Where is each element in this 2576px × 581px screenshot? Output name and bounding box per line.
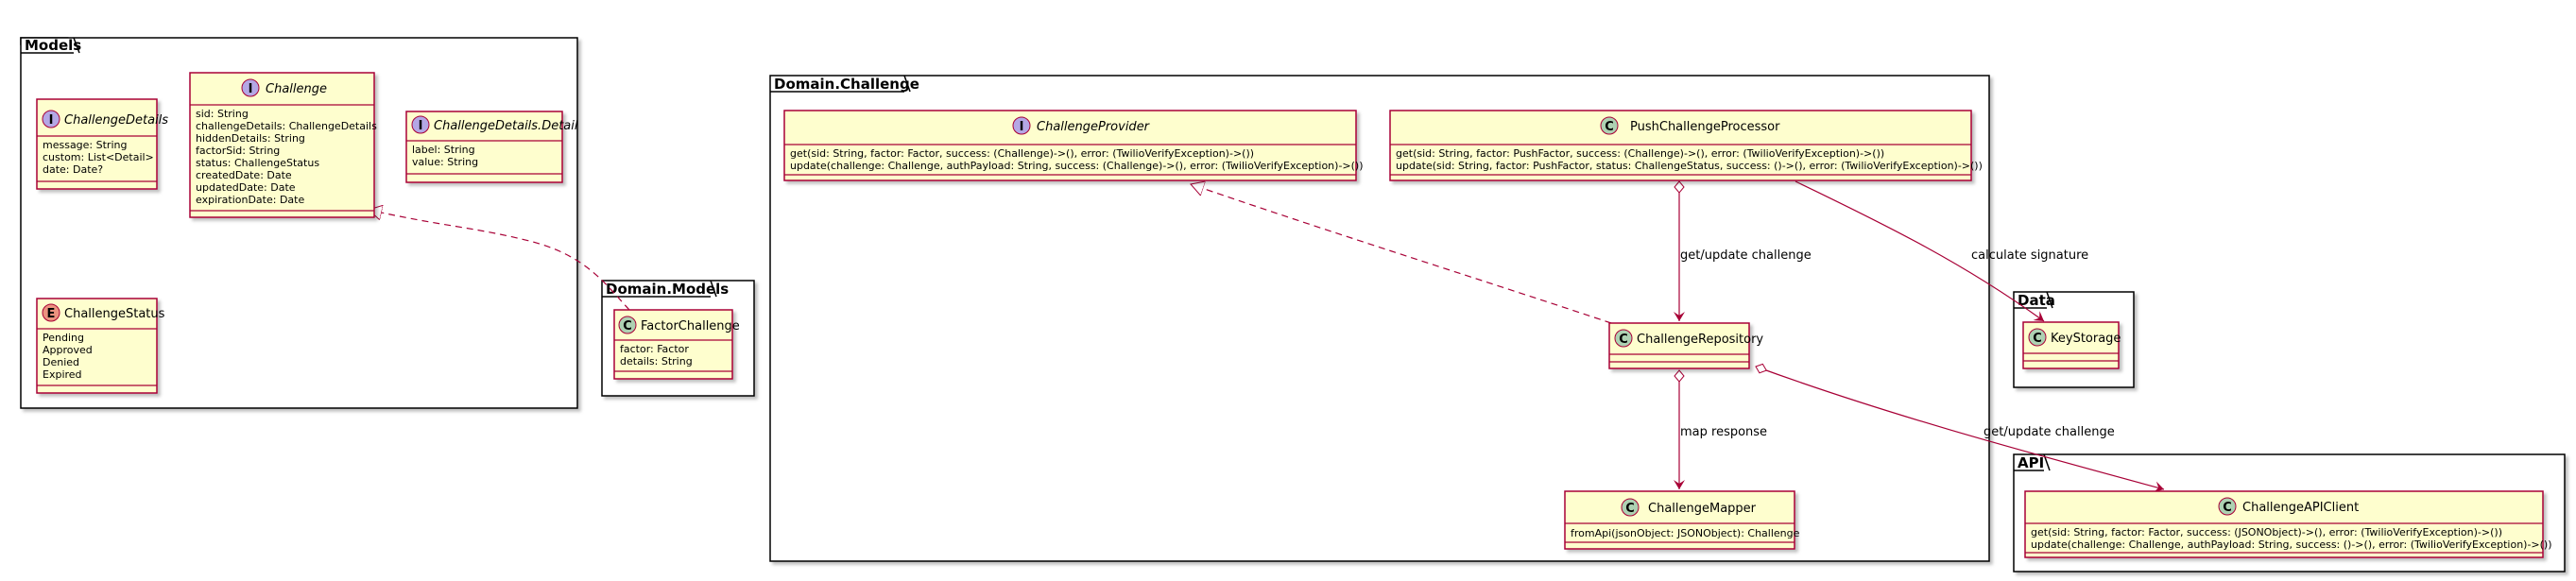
class-badge: C [2223,501,2232,515]
member: challengeDetails: ChallengeDetails [196,120,377,132]
edge-label: calculate signature [1971,248,2088,263]
class-name: ChallengeMapper [1648,502,1757,516]
class-name: KeyStorage [2051,332,2121,346]
class-name: ChallengeDetails.Detail [434,119,578,133]
class-challenge-mapper: C ChallengeMapper fromApi(jsonObject: JS… [1564,490,1800,550]
member: get(sid: String, factor: Factor, success… [790,147,1254,160]
package-title: Domain.Models [606,281,729,298]
class-name: Challenge [266,82,327,96]
member: Expired [43,368,82,381]
class-challenge: I Challenge sid: String challengeDetails… [189,72,377,218]
member: update(challenge: Challenge, authPayload… [2031,538,2552,551]
member: Pending [43,332,84,344]
member: get(sid: String, factor: PushFactor, suc… [1396,147,1884,160]
class-challenge-status: E ChallengeStatus Pending Approved Denie… [36,298,165,394]
member: value: String [412,156,478,168]
interface-badge: I [1020,120,1024,134]
member: get(sid: String, factor: Factor, success… [2031,526,2502,538]
edge-label: get/update challenge [1984,425,2115,439]
member: Approved [43,344,93,356]
edge-label: map response [1680,425,1767,439]
member: message: String [43,139,127,151]
class-name: PushChallengeProcessor [1630,120,1780,134]
member: fromApi(jsonObject: JSONObject): Challen… [1571,527,1800,539]
class-challenge-api-client: C ChallengeAPIClient get(sid: String, fa… [2024,490,2552,558]
realization-edge [369,210,630,311]
class-push-challenge-processor: C PushChallengeProcessor get(sid: String… [1389,110,1983,181]
edges [369,180,2165,493]
package-title: Domain.Challenge [774,76,919,93]
member: factor: Factor [620,343,689,355]
class-badge: C [623,319,632,333]
class-factor-challenge: C FactorChallenge factor: Factor details… [613,309,740,380]
member: expirationDate: Date [196,194,304,206]
member: update(challenge: Challenge, authPayload… [790,160,1364,172]
member: label: String [412,144,475,156]
interface-badge: I [49,113,54,128]
interface-badge: I [249,82,253,96]
member: factorSid: String [196,145,280,157]
class-challenge-repository: C ChallengeRepository [1608,322,1763,369]
member: createdDate: Date [196,169,292,181]
class-challenge-details: I ChallengeDetails message: String custo… [36,98,168,190]
realization-edge [1191,184,1612,324]
member: update(sid: String, factor: PushFactor, … [1396,160,1983,172]
association-edge [1755,363,2165,493]
edge-label: get/update challenge [1680,248,1812,263]
class-name: ChallengeStatus [64,307,165,321]
class-name: ChallengeDetails [64,113,168,128]
class-badge: C [1625,502,1635,516]
member: custom: List<Detail> [43,151,154,163]
package-title: API [2018,454,2044,471]
class-name: FactorChallenge [641,319,740,333]
class-name: ChallengeAPIClient [2242,501,2359,515]
class-challenge-details-detail: I ChallengeDetails.Detail label: String … [405,111,578,183]
enum-badge: E [47,307,56,321]
member: status: ChallengeStatus [196,157,319,169]
member: details: String [620,355,693,367]
member: date: Date? [43,163,103,176]
class-badge: C [2033,332,2042,346]
class-key-storage: C KeyStorage [2022,321,2121,369]
class-challenge-provider: I ChallengeProvider get(sid: String, fac… [783,110,1364,181]
class-name: ChallengeRepository [1637,333,1763,347]
interface-badge: I [419,119,423,133]
member: Denied [43,356,79,368]
class-name: ChallengeProvider [1037,120,1151,134]
member: hiddenDetails: String [196,132,305,145]
member: sid: String [196,108,249,120]
class-badge: C [1605,120,1614,134]
class-badge: C [1619,333,1628,347]
package-title: Models [25,37,81,54]
association-edge [1795,180,2045,322]
package-title: Data [2018,292,2055,309]
member: updatedDate: Date [196,181,296,194]
